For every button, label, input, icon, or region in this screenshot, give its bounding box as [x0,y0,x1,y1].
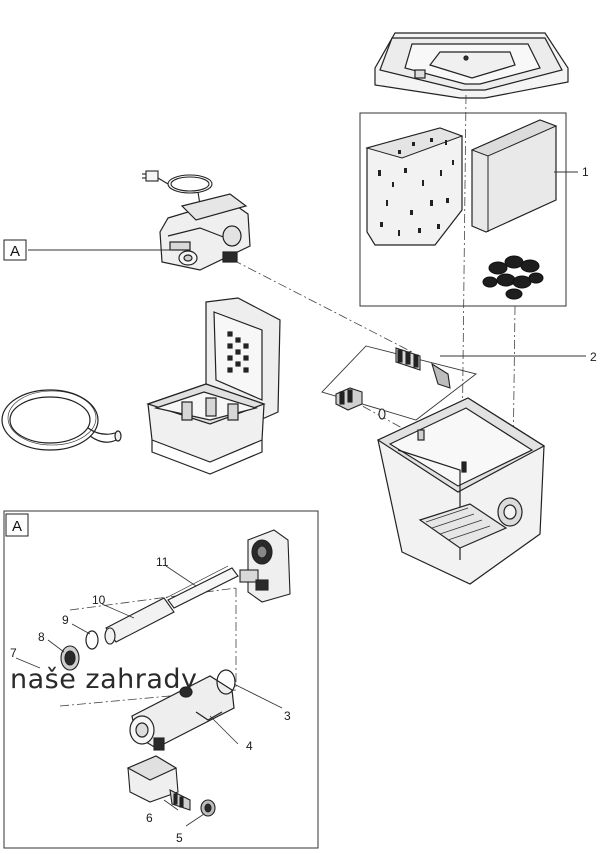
detail-callout-A: A [12,518,22,535]
detail-leader-lines [15,565,283,827]
filter-lid [374,32,569,99]
callout-1: 1 [582,165,589,179]
callout-6: 6 [146,811,153,825]
callout-10: 10 [92,593,106,607]
o-ring [85,630,99,650]
detail-box-A-tag [5,513,29,537]
quartz-tube [165,565,239,609]
bio-media-icon [482,255,544,300]
uvc-lamp [104,597,175,645]
callout-8: 8 [38,630,45,644]
cable-plug [142,170,213,206]
callout-5: 5 [176,831,183,845]
pump-chamber [146,297,281,475]
detail-panel-A [3,510,319,849]
union-nut [60,645,80,671]
housing-gasket [216,669,236,695]
hose-connectors [321,345,586,421]
callout-A: A [10,243,20,260]
callout-9: 9 [62,613,69,627]
callout-3: 3 [284,709,291,723]
callout-2: 2 [590,350,597,364]
filter-media-group [359,112,578,307]
uvc-clarifier-unit [159,193,251,271]
callout-11: 11 [156,555,169,569]
filter-tank [376,397,546,585]
watermark: naše zahrady [10,664,198,695]
clarifier-housing [129,675,235,749]
garden-hose [1,389,122,451]
callout-4: 4 [246,739,253,753]
callout-7: 7 [10,646,17,660]
lamp-socket [239,529,291,603]
outlet-fitting [126,737,216,817]
callout-box-A [3,239,27,261]
